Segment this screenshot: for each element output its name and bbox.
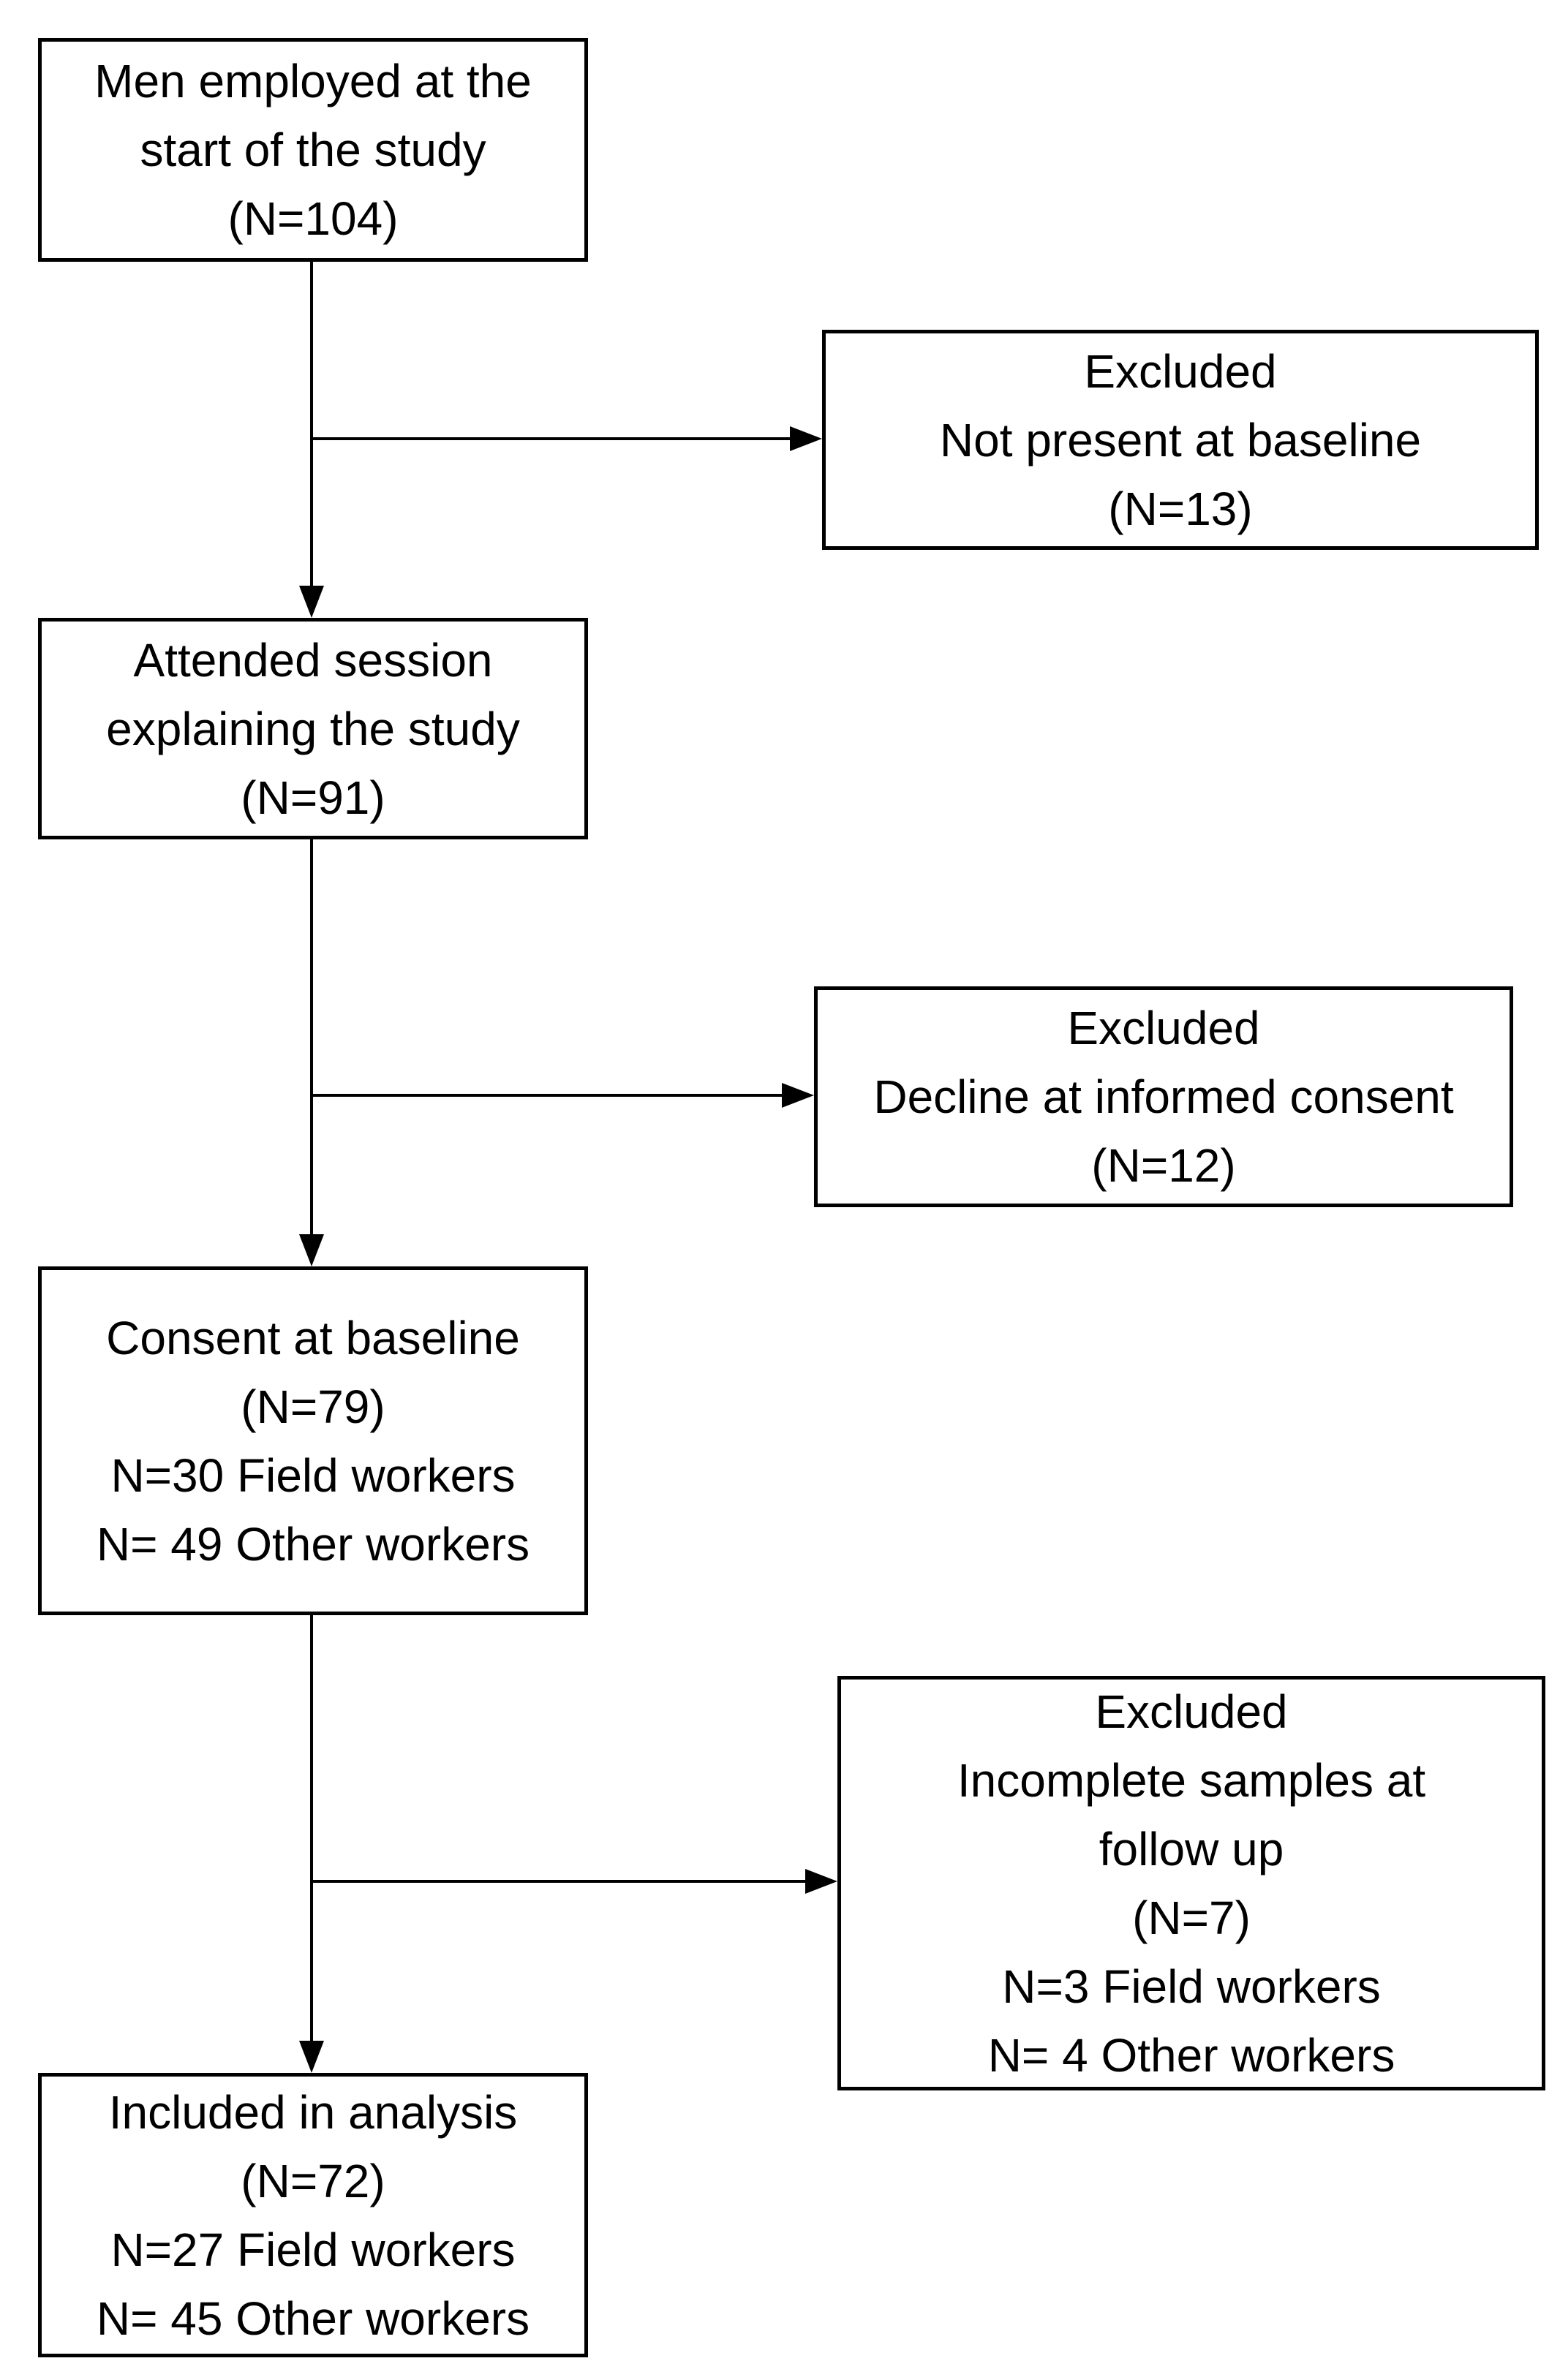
- box-line: Not present at baseline: [939, 413, 1422, 466]
- arrow-right-icon: [805, 1869, 837, 1894]
- box-line: (N=72): [241, 2154, 385, 2207]
- arrow-down-icon: [299, 2041, 324, 2073]
- connector-line-branch-excluded-baseline: [312, 437, 790, 440]
- box-line: (N=79): [241, 1380, 385, 1433]
- connector-line-consent-to-included: [310, 1615, 313, 2041]
- connector-line-branch-excluded-consent: [312, 1094, 782, 1097]
- box-line: N= 49 Other workers: [96, 1517, 530, 1571]
- box-line: explaining the study: [106, 702, 520, 755]
- flow-box-attended-session: Attended session explaining the study (N…: [38, 618, 588, 839]
- box-line: Excluded: [1095, 1685, 1288, 1738]
- box-line: Included in analysis: [108, 2085, 518, 2139]
- box-line: (N=104): [227, 192, 399, 245]
- arrow-right-icon: [790, 426, 822, 451]
- box-line: (N=91): [241, 771, 385, 824]
- box-line: Men employed at the: [94, 55, 532, 107]
- flow-box-start: Men employed at the start of the study (…: [38, 38, 588, 262]
- flow-box-excluded-consent: Excluded Decline at informed consent (N=…: [814, 986, 1513, 1207]
- box-line: Consent at baseline: [106, 1311, 520, 1364]
- box-line: Excluded: [1067, 1002, 1260, 1054]
- box-line: Incomplete samples at: [957, 1753, 1426, 1807]
- box-line: start of the study: [140, 124, 486, 176]
- box-line: Attended session: [133, 633, 493, 687]
- box-line: N=3 Field workers: [1002, 1960, 1381, 2013]
- box-line: N= 45 Other workers: [96, 2292, 530, 2345]
- connector-line-start-to-attended: [310, 262, 313, 586]
- flow-box-excluded-followup: Excluded Incomplete samples at follow up…: [837, 1676, 1545, 2090]
- flow-box-consent-baseline: Consent at baseline (N=79) N=30 Field wo…: [38, 1266, 588, 1615]
- arrow-down-icon: [299, 586, 324, 618]
- flow-box-excluded-baseline: Excluded Not present at baseline (N=13): [822, 330, 1539, 550]
- connector-line-attended-to-consent: [310, 839, 313, 1234]
- box-line: Excluded: [1084, 344, 1277, 398]
- box-line: Decline at informed consent: [873, 1070, 1454, 1123]
- box-line: follow up: [1099, 1822, 1284, 1875]
- box-line: (N=13): [1108, 482, 1253, 535]
- arrow-down-icon: [299, 1234, 324, 1266]
- box-line: (N=7): [1132, 1891, 1251, 1944]
- box-line: N=27 Field workers: [110, 2223, 516, 2276]
- arrow-right-icon: [782, 1083, 814, 1108]
- connector-line-branch-excluded-followup: [312, 1880, 805, 1883]
- box-line: N=30 Field workers: [110, 1448, 516, 1502]
- box-line: N= 4 Other workers: [987, 2028, 1395, 2082]
- box-line: (N=12): [1091, 1139, 1236, 1192]
- flow-box-included-analysis: Included in analysis (N=72) N=27 Field w…: [38, 2073, 588, 2357]
